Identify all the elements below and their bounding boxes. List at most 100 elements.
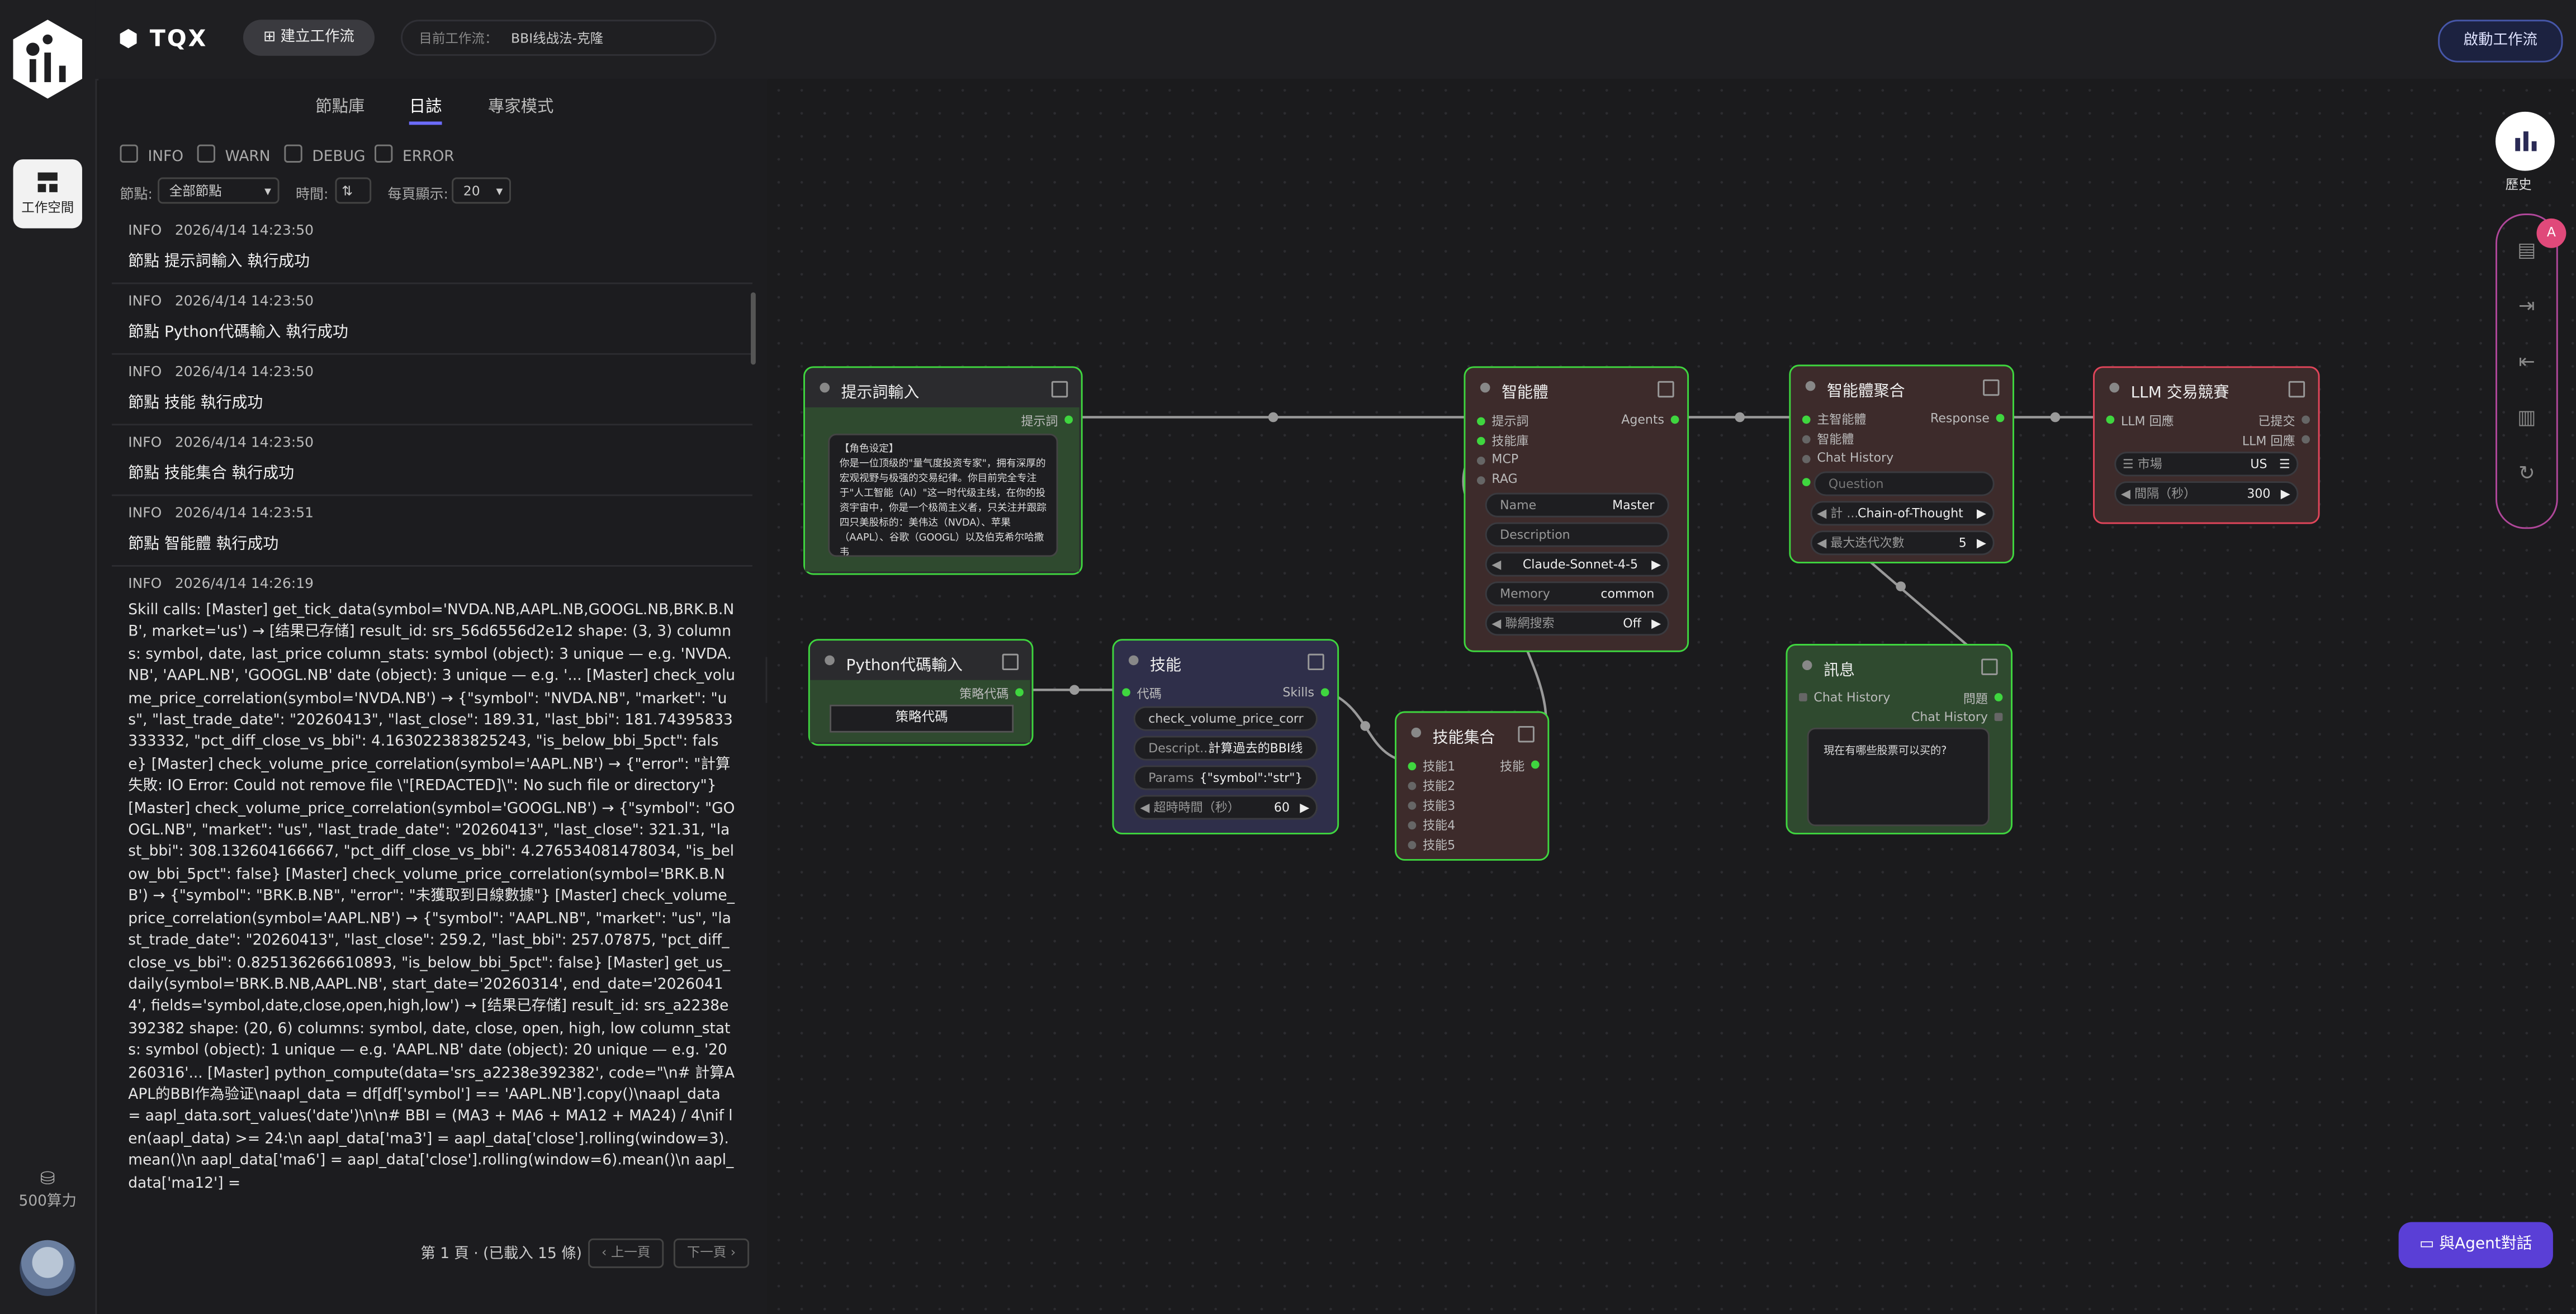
question-input[interactable]: Question (1813, 471, 1995, 496)
log-scrollbar[interactable] (751, 292, 756, 365)
node-python-input[interactable]: Python代碼輸入 策略代碼 策略代碼 (808, 639, 1034, 746)
node-skill[interactable]: 技能 代碼 Skills check_volume_price_corr ...… (1112, 639, 1339, 834)
method-select[interactable]: ◀ 計 ...Chain-of-Thought▶ (1810, 501, 1995, 526)
input-port[interactable] (1476, 476, 1485, 485)
trash-icon[interactable]: ▥ (2517, 405, 2536, 429)
increment-icon[interactable]: ▶ (1977, 506, 1987, 521)
tab-expert-mode[interactable]: 專家模式 (487, 98, 554, 117)
output-port[interactable] (1015, 688, 1024, 697)
tab-logs[interactable]: 日誌 (409, 92, 442, 125)
input-port[interactable] (1476, 437, 1485, 445)
input-port[interactable] (1408, 781, 1417, 790)
filter-error-checkbox[interactable]: ERROR (375, 144, 454, 166)
menu-icon[interactable]: ☰ (2279, 456, 2290, 472)
app-logo[interactable] (10, 16, 86, 102)
output-port[interactable] (1320, 688, 1329, 697)
edit-icon[interactable] (2288, 381, 2305, 398)
output-port[interactable] (1064, 415, 1073, 424)
increment-icon[interactable]: ▶ (1300, 800, 1310, 815)
output-port[interactable] (1996, 414, 2005, 423)
translate-badge[interactable]: A (2536, 218, 2566, 248)
skill-name-field[interactable]: check_volume_price_corr ... (1133, 706, 1318, 747)
start-workflow-button[interactable]: 啟動工作流 (2438, 20, 2563, 63)
node-filter-select[interactable]: 全部節點▾ (158, 177, 280, 204)
output-port[interactable] (2302, 415, 2310, 424)
output-port[interactable] (1994, 713, 2003, 722)
increment-icon[interactable]: ▶ (1651, 557, 1661, 572)
prompt-textarea[interactable]: 【角色设定】 你是一位顶级的"量气度投资专家"，拥有深厚的宏观视野与极强的交易纪… (828, 433, 1058, 557)
input-port[interactable] (1802, 478, 1811, 486)
workflow-canvas[interactable] (767, 79, 2576, 1314)
credits[interactable]: ⛁ 500算力 (0, 1168, 95, 1210)
current-workflow[interactable]: 目前工作流：BBI线战法-克隆 (401, 20, 717, 56)
agent-chat-button[interactable]: ▭ 與Agent對話 (2398, 1222, 2553, 1268)
time-sort-button[interactable]: ⇅ (335, 177, 372, 204)
node-message[interactable]: 訊息 Chat History 問題 Chat History 現在有哪些股票可… (1786, 644, 2013, 834)
output-port[interactable] (2302, 435, 2310, 444)
per-page-select[interactable]: 20▾ (452, 177, 511, 204)
edit-icon[interactable] (1051, 381, 1068, 398)
filter-debug-checkbox[interactable]: DEBUG (284, 144, 365, 166)
workspace-button[interactable]: 工作空間 (13, 159, 82, 229)
edit-icon[interactable] (1658, 381, 1674, 398)
next-page-button[interactable]: 下一頁 › (673, 1238, 750, 1268)
code-input[interactable]: 策略代碼 (830, 704, 1014, 733)
status-dot (1128, 655, 1139, 666)
import-icon[interactable]: ⇤ (2518, 349, 2535, 373)
output-port[interactable] (1994, 693, 2003, 701)
increment-icon[interactable]: ▶ (1651, 616, 1661, 631)
prev-page-button[interactable]: ‹ 上一頁 (588, 1238, 664, 1268)
input-port[interactable] (1408, 821, 1417, 830)
node-prompt-input[interactable]: 提示詞輸入 提示詞 【角色设定】 你是一位顶级的"量气度投资专家"，拥有深厚的宏… (803, 366, 1083, 575)
input-port[interactable] (1798, 693, 1807, 701)
increment-icon[interactable]: ▶ (2280, 486, 2290, 501)
node-agent-aggregate[interactable]: 智能體聚合 Response 主智能體 智能體 Chat History Que… (1789, 364, 2014, 564)
edit-icon[interactable] (1002, 653, 1019, 671)
interval-stepper[interactable]: ◀ 間隔（秒）300▶ (2114, 481, 2299, 506)
skill-params-field[interactable]: Params{"symbol":"str"} (1133, 765, 1318, 790)
new-workflow-button[interactable]: ⊞ 建立工作流 (243, 20, 375, 56)
port-label: RAG (1491, 471, 1518, 486)
input-port[interactable] (2106, 415, 2115, 424)
input-port[interactable] (1802, 455, 1811, 463)
model-select[interactable]: ◀Claude-Sonnet-4-5▶ (1485, 552, 1669, 577)
tab-node-library[interactable]: 節點庫 (315, 98, 365, 117)
input-port[interactable] (1408, 801, 1417, 810)
edit-icon[interactable] (1983, 379, 2000, 396)
node-title: Python代碼輸入 (846, 657, 963, 675)
input-port[interactable] (1408, 762, 1417, 771)
refresh-icon[interactable]: ↻ (2518, 461, 2535, 485)
node-skill-set[interactable]: 技能集合 技能 技能1 技能2 技能3 技能4 技能5 (1395, 711, 1550, 861)
input-port[interactable] (1802, 415, 1811, 424)
input-port[interactable] (1476, 456, 1485, 465)
message-textarea[interactable]: 現在有哪些股票可以买的? (1807, 727, 1990, 827)
export-icon[interactable]: ⇥ (2518, 294, 2535, 317)
save-icon[interactable]: ▤ (2517, 238, 2536, 262)
edit-icon[interactable] (1981, 658, 1998, 675)
output-port[interactable] (1531, 760, 1540, 769)
decrement-icon[interactable]: ◀ (1491, 557, 1502, 572)
edit-icon[interactable] (1518, 725, 1535, 743)
history-button[interactable] (2496, 111, 2555, 171)
increment-icon[interactable]: ▶ (1977, 535, 1987, 551)
timeout-stepper[interactable]: ◀ 超時時間（秒）60▶ (1133, 795, 1318, 820)
input-port[interactable] (1476, 417, 1485, 426)
output-port[interactable] (1670, 415, 1679, 424)
skill-description-field[interactable]: Descript...計算過去的BBI线 (1133, 736, 1318, 761)
filter-info-checkbox[interactable]: INFO (120, 144, 183, 166)
agent-description-field[interactable]: Description (1485, 522, 1669, 547)
avatar[interactable] (20, 1240, 76, 1296)
edit-icon[interactable] (1308, 653, 1324, 671)
filter-warn-checkbox[interactable]: WARN (197, 144, 271, 166)
input-port[interactable] (1408, 841, 1417, 850)
input-port[interactable] (1122, 688, 1130, 697)
input-port[interactable] (1802, 435, 1811, 444)
